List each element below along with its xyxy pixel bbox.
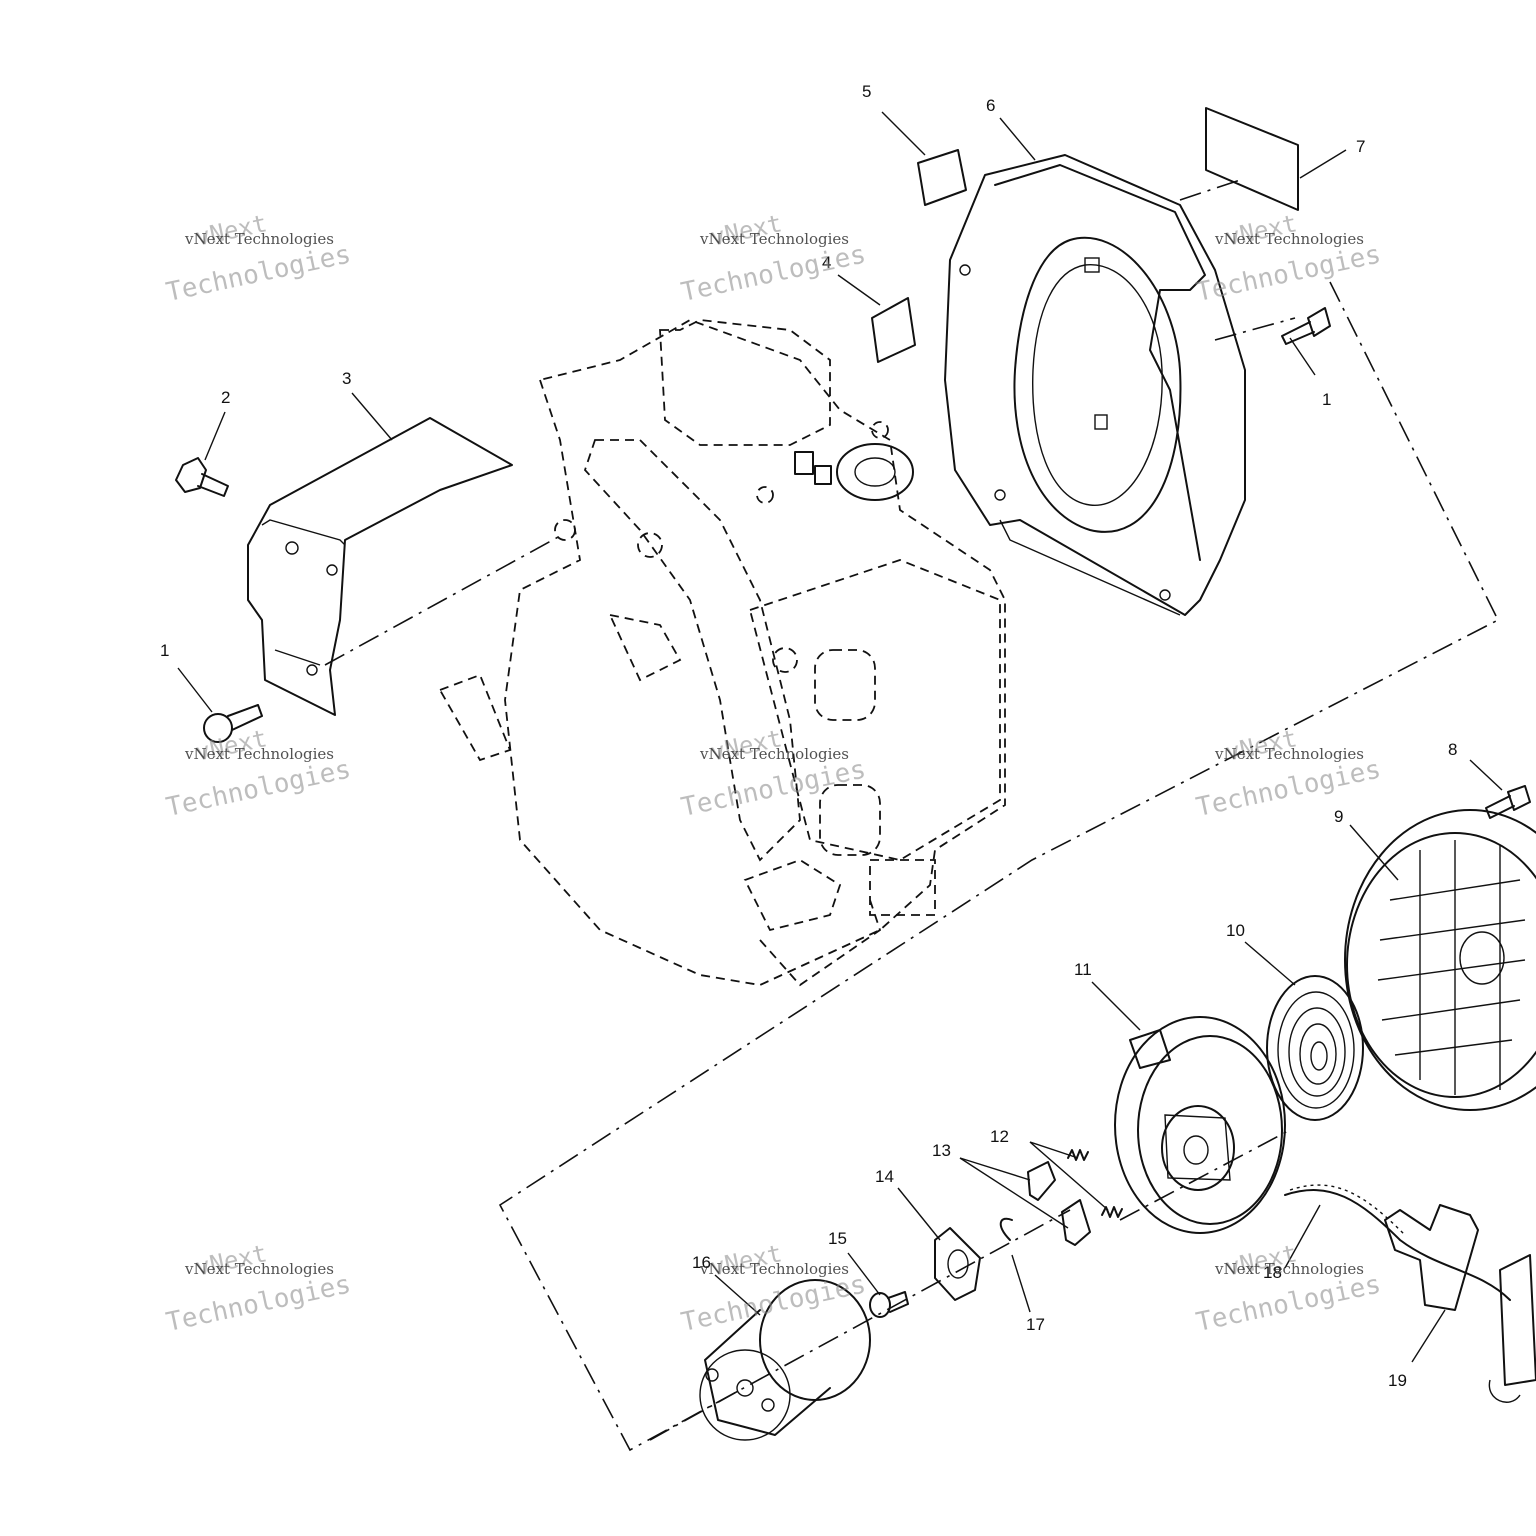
callout-8: 8 bbox=[1448, 740, 1457, 759]
callout-1-left: 1 bbox=[160, 641, 169, 660]
watermark-text: vNext Technologies bbox=[699, 745, 849, 763]
recoil-housing-part-9 bbox=[1344, 809, 1536, 1111]
watermark-text: Technologies bbox=[1194, 755, 1384, 823]
callout-numbers: 1 2 3 4 5 6 7 1 8 9 10 11 12 13 14 15 16… bbox=[160, 82, 1457, 1390]
callout-11: 11 bbox=[1074, 960, 1092, 979]
watermark-text: Technologies bbox=[679, 1270, 869, 1338]
gasket-part-4 bbox=[871, 297, 916, 363]
watermark-text: vNext Technologies bbox=[1214, 230, 1364, 248]
bolt-part-2 bbox=[175, 457, 229, 497]
watermark-text: vNext Technologies bbox=[1214, 1260, 1364, 1278]
callout-2: 2 bbox=[221, 388, 230, 407]
watermark-mid-left: vNext vNext Technologies Technologies bbox=[164, 724, 354, 823]
screw-part-15 bbox=[869, 1291, 909, 1318]
watermark-text: vNext Technologies bbox=[184, 745, 334, 763]
starter-cup-part-16 bbox=[699, 1279, 871, 1441]
callout-1-right: 1 bbox=[1322, 390, 1331, 409]
watermark-text: Technologies bbox=[164, 240, 354, 308]
watermark-text: Technologies bbox=[1194, 1270, 1384, 1338]
watermark-top-right: vNext vNext Technologies Technologies bbox=[1194, 209, 1384, 308]
callout-17: 17 bbox=[1026, 1315, 1045, 1334]
watermark-text: Technologies bbox=[1194, 240, 1384, 308]
callout-14: 14 bbox=[875, 1167, 894, 1186]
callout-5: 5 bbox=[862, 82, 871, 101]
spiral-spring-part-10 bbox=[1266, 975, 1364, 1121]
watermark-text: Technologies bbox=[164, 755, 354, 823]
reel-part-11 bbox=[1114, 1016, 1286, 1234]
watermark-text: vNext Technologies bbox=[184, 1260, 334, 1278]
bolt-part-8 bbox=[1485, 785, 1531, 819]
engine-block-phantom bbox=[438, 319, 1006, 987]
watermark-top-center: vNext vNext Technologies Technologies bbox=[679, 209, 869, 308]
bolt-part-1-right bbox=[1281, 307, 1331, 345]
assembly-centerlines bbox=[324, 179, 1500, 1452]
watermark-text: vNext Technologies bbox=[699, 230, 849, 248]
springs-part-12 bbox=[1067, 1149, 1123, 1218]
watermark-text: vNext Technologies bbox=[1214, 745, 1364, 763]
callout-16: 16 bbox=[692, 1253, 711, 1272]
bolt-part-1-left bbox=[203, 704, 263, 743]
pawls-part-13 bbox=[1027, 1161, 1091, 1246]
watermark-bottom-left: vNext vNext Technologies Technologies bbox=[164, 1239, 354, 1338]
rope-handle-part-19 bbox=[1384, 1204, 1536, 1403]
callout-4: 4 bbox=[822, 253, 831, 272]
plate-part-7 bbox=[1205, 107, 1299, 211]
watermark-mid-right: vNext vNext Technologies Technologies bbox=[1194, 724, 1384, 823]
callout-3: 3 bbox=[342, 369, 351, 388]
flywheel-hint bbox=[794, 443, 914, 501]
callout-6: 6 bbox=[986, 96, 995, 115]
callout-9: 9 bbox=[1334, 807, 1343, 826]
callout-10: 10 bbox=[1226, 921, 1245, 940]
fan-shroud-part-6 bbox=[944, 154, 1246, 616]
leader-lines bbox=[177, 111, 1503, 1363]
watermark-mid-center: vNext vNext Technologies Technologies bbox=[679, 724, 869, 823]
watermark-text: Technologies bbox=[164, 1270, 354, 1338]
watermark-text: Technologies bbox=[679, 755, 869, 823]
watermark-text: Technologies bbox=[679, 240, 869, 308]
watermark-bottom-center: vNext vNext Technologies Technologies bbox=[679, 1239, 869, 1338]
callout-19: 19 bbox=[1388, 1371, 1407, 1390]
friction-plate-part-14 bbox=[934, 1227, 981, 1301]
callout-13: 13 bbox=[932, 1141, 951, 1160]
starter-rope-part-18 bbox=[1284, 1184, 1511, 1301]
watermark-text: vNext Technologies bbox=[184, 230, 334, 248]
callout-12: 12 bbox=[990, 1127, 1009, 1146]
watermark-bottom-right: vNext vNext Technologies Technologies bbox=[1194, 1239, 1384, 1338]
gasket-part-5 bbox=[917, 149, 967, 206]
watermark-top-left: vNext vNext Technologies Technologies bbox=[164, 209, 354, 308]
side-shroud-part-3 bbox=[247, 417, 513, 716]
callout-18: 18 bbox=[1263, 1263, 1282, 1282]
callout-7: 7 bbox=[1356, 137, 1365, 156]
watermark-text: vNext Technologies bbox=[699, 1260, 849, 1278]
circlip-part-17 bbox=[999, 1217, 1013, 1241]
callout-15: 15 bbox=[828, 1229, 847, 1248]
